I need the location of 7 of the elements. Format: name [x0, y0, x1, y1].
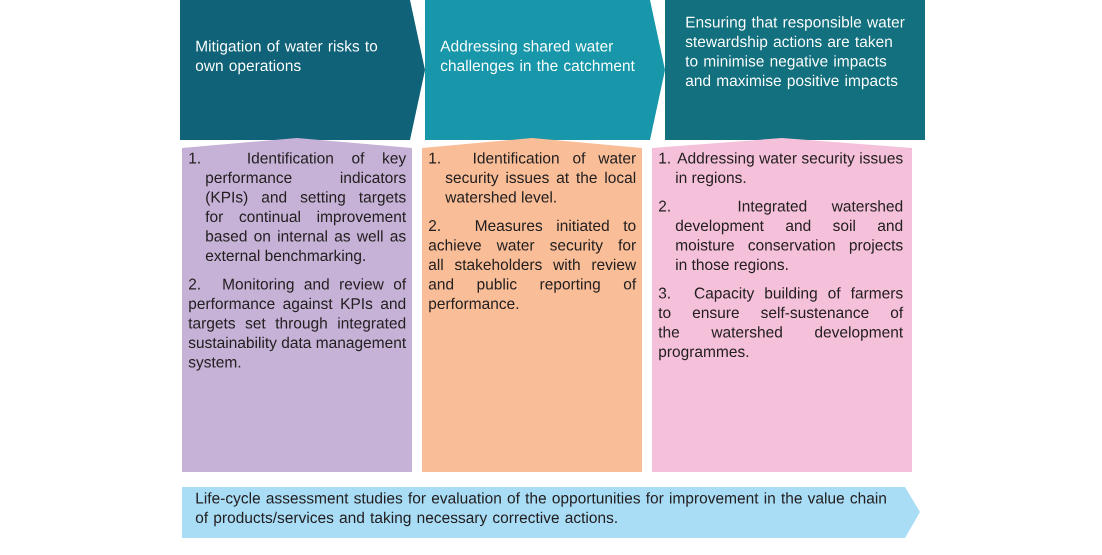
header-band: Ensuring that responsible water stewardship actions are taken to minimise negative impacts and maximise positive impacts	[665, 0, 925, 140]
arrow-band: Life-cycle assessment studies for evaluation of the opportunities for improvement in the value chain of products/services and taking necessary corrective actions.	[182, 487, 920, 538]
list-box: 1. Addressing water security issues in regions. 2. Integrated watershed development and soil and moisture conservation projects in those regions. 3. Capacity building of farmers to ensure self-sustenance of the watershed development programmes.	[652, 138, 912, 472]
chevron-header: Mitigation of water risks to own operations	[180, 0, 425, 140]
list-box: 1. Identification of water security issues at the local watershed level. 2. Measures initiated to achieve water security for all stakeholders with review and public reporting of performance.	[422, 138, 642, 472]
list-box: 1. Identification of key performance indicators (KPIs) and setting targets for continual improvement based on internal as well as external benchmarking. 2. Monitoring and review of performance against KPIs and targets set through integrated sustainability data management system.	[182, 138, 412, 472]
chevron-header: Addressing shared water challenges in the catchment	[425, 0, 665, 140]
